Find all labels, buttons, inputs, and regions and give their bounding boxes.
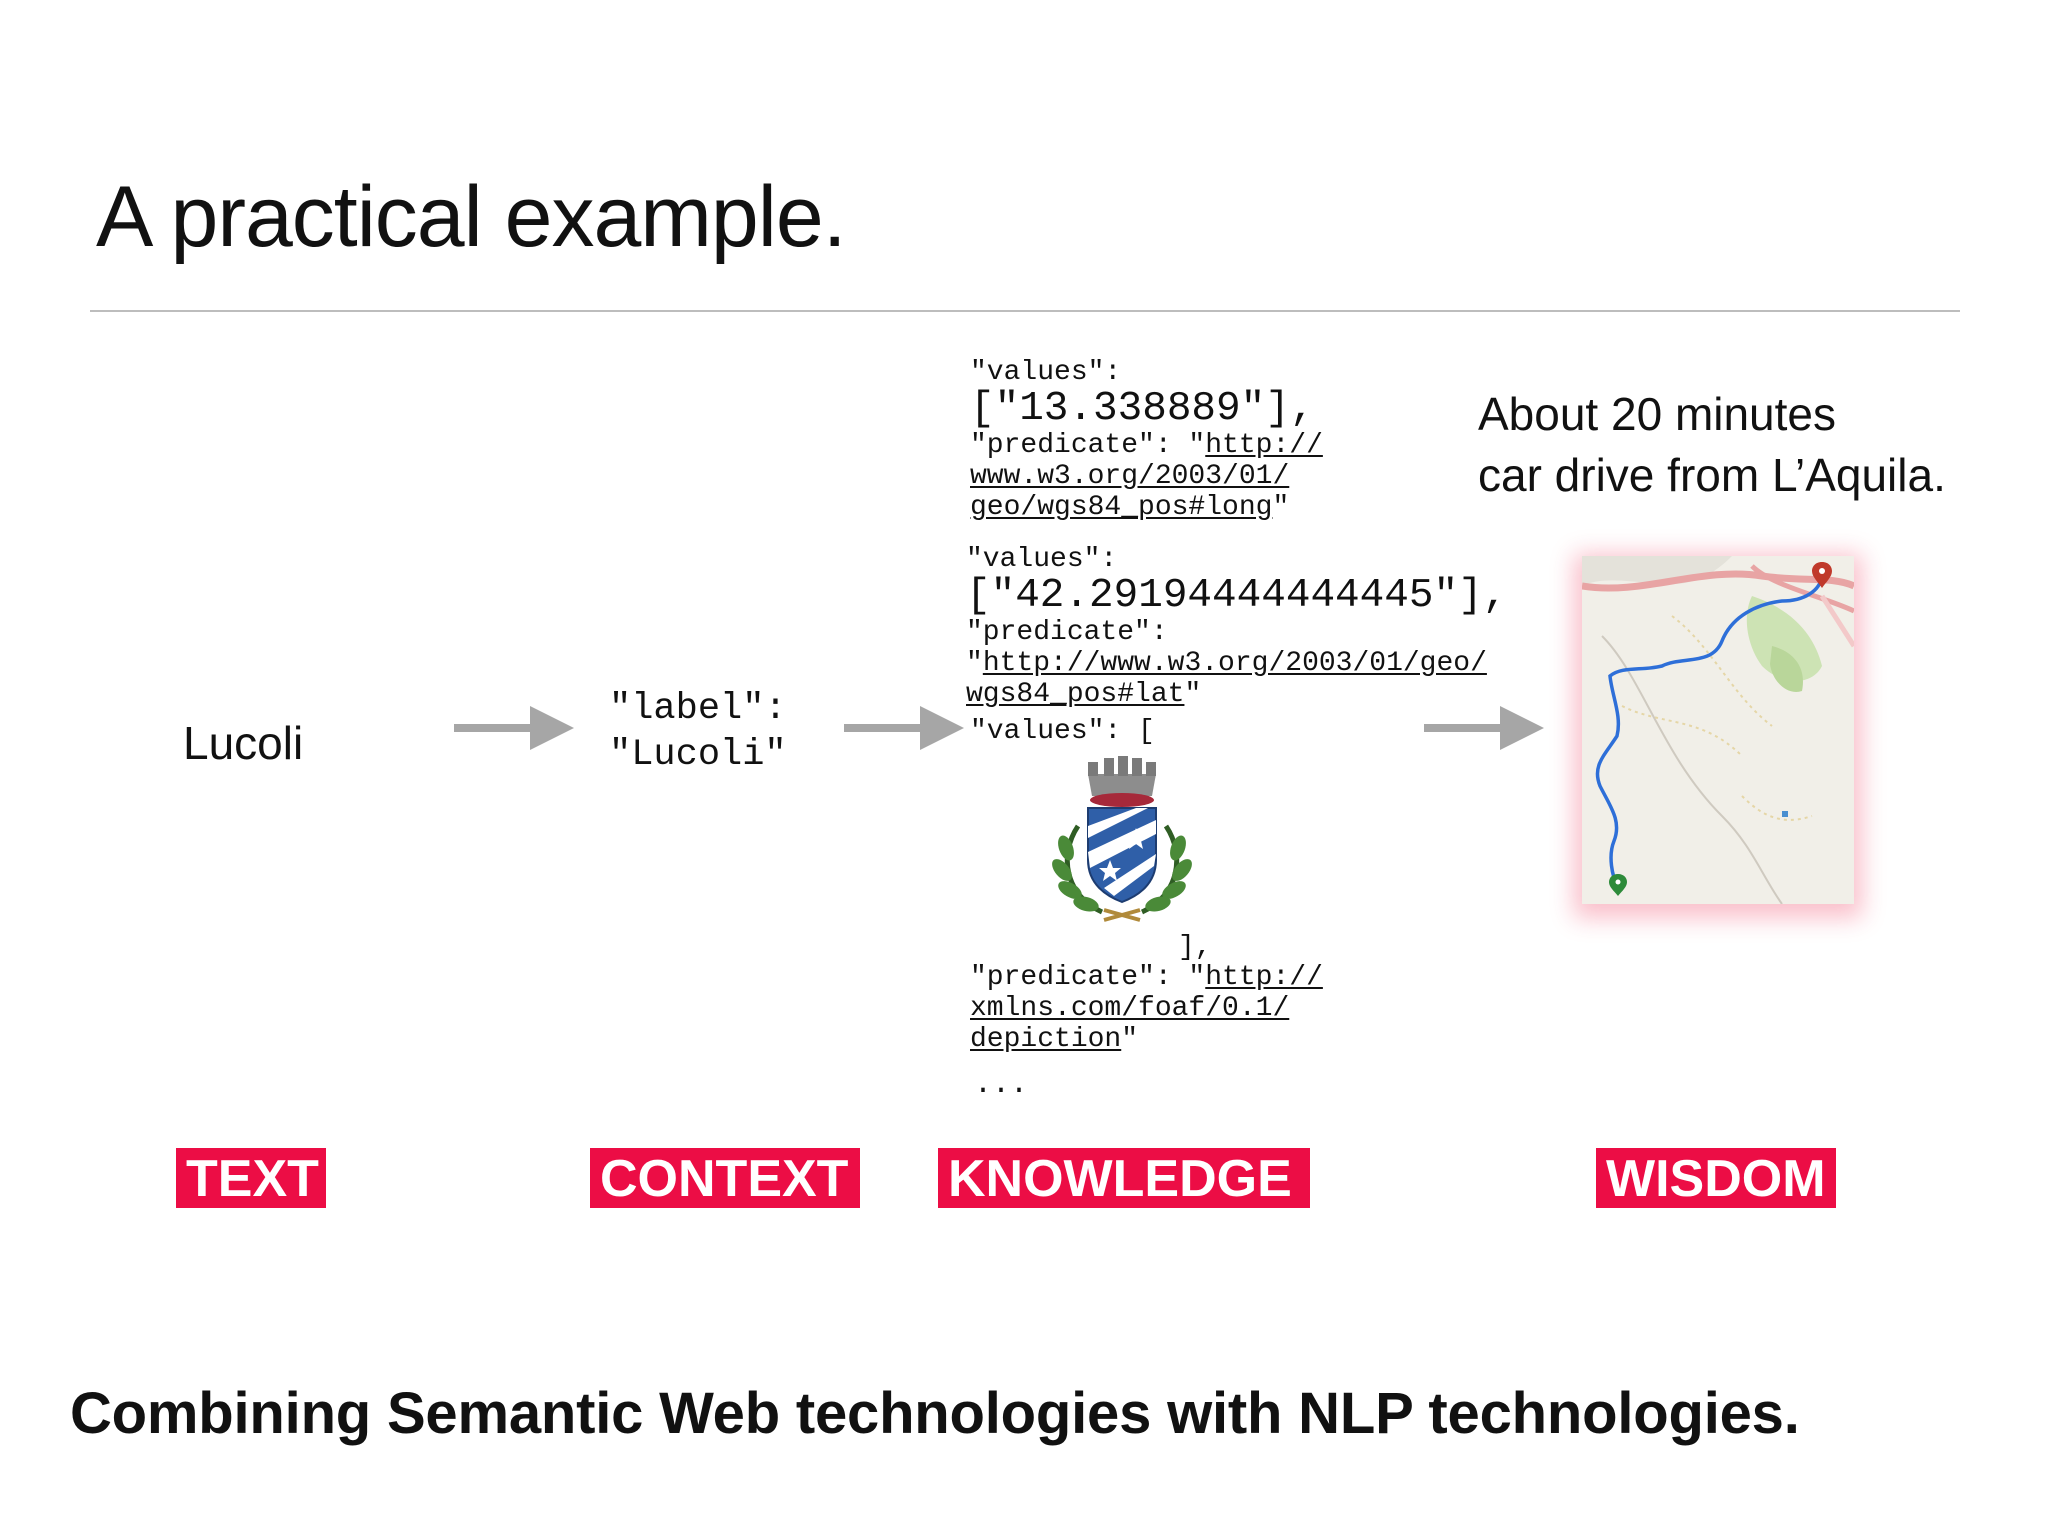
predicate-link[interactable]: geo/wgs84_pos#long (970, 492, 1273, 523)
knowledge-depiction-block: "predicate": "http:// xmlns.com/foaf/0.1… (970, 962, 1323, 1055)
predicate-prefix: "predicate": " (970, 430, 1206, 461)
tag-context: CONTEXT (590, 1148, 860, 1208)
wisdom-text: About 20 minutes car drive from L’Aquila… (1478, 384, 1946, 506)
knowledge-latitude-block: "values": ["42.29194444444445"], "predic… (966, 544, 1507, 710)
values-open: "values": [ (970, 716, 1155, 747)
tag-text: TEXT (176, 1148, 326, 1208)
values-key: "values": (966, 544, 1118, 575)
title-divider (90, 310, 1960, 312)
context-line-key: "label": (609, 688, 787, 730)
predicate-link[interactable]: depiction (970, 1024, 1122, 1055)
arrow-icon (1424, 706, 1544, 750)
predicate-key: "predicate": (966, 617, 1168, 648)
coat-of-arms-icon (1052, 756, 1192, 922)
predicate-link[interactable]: www.w3.org/2003/01/ (970, 461, 1290, 492)
predicate-suffix: " (1121, 1024, 1139, 1055)
arrow-icon (844, 706, 964, 750)
text-word: Lucoli (183, 717, 304, 769)
slide-footer: Combining Semantic Web technologies with… (70, 1381, 1800, 1446)
context-line-value: "Lucoli" (609, 734, 787, 776)
wisdom-line-2: car drive from L’Aquila. (1478, 449, 1946, 501)
quote-open: " (966, 648, 983, 679)
map-icon (1581, 556, 1857, 905)
predicate-suffix: " (1184, 679, 1202, 710)
tag-wisdom: WISDOM (1596, 1148, 1836, 1208)
latitude-value: ["42.29194444444445"], (966, 573, 1508, 619)
arrow-icon (454, 706, 574, 750)
knowledge-longitude-block: "values": ["13.338889"], "predicate": "h… (970, 357, 1323, 523)
values-key: "values": (970, 357, 1122, 388)
predicate-prefix: "predicate": " (970, 962, 1206, 993)
wisdom-line-1: About 20 minutes (1478, 388, 1837, 440)
longitude-value: ["13.338889"], (970, 386, 1315, 432)
predicate-suffix: " (1272, 492, 1290, 523)
predicate-link[interactable]: http://www.w3.org/2003/01/geo/ (982, 648, 1487, 679)
predicate-link[interactable]: http:// (1205, 430, 1323, 461)
route-map (1581, 556, 1857, 905)
predicate-link[interactable]: http:// (1205, 962, 1323, 993)
ellipsis: ... (974, 1068, 1029, 1102)
tag-knowledge: KNOWLEDGE (938, 1148, 1310, 1208)
context-label-block: "label": "Lucoli" (609, 686, 787, 778)
values-close: ], (1178, 932, 1212, 963)
slide-title: A practical example. (96, 169, 847, 265)
predicate-link[interactable]: wgs84_pos#lat (966, 679, 1185, 710)
predicate-link[interactable]: xmlns.com/foaf/0.1/ (970, 993, 1290, 1024)
